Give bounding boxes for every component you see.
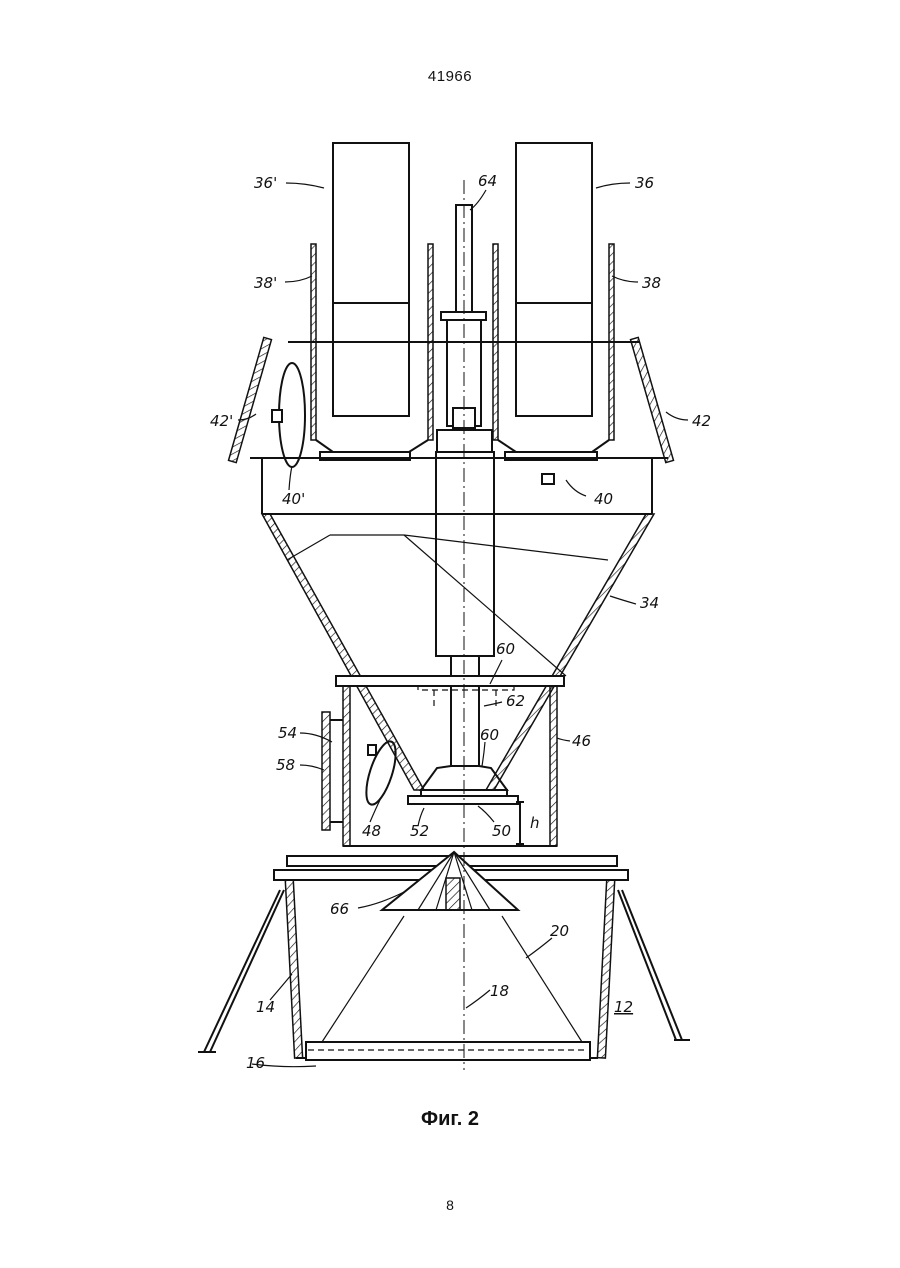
container-right: [516, 143, 592, 416]
label-16: 16: [246, 1054, 265, 1072]
figure-caption: Фиг. 2: [0, 1108, 900, 1131]
label-48: 48: [362, 822, 381, 840]
label-40: 40: [594, 490, 613, 508]
label-60-lower: 60: [480, 726, 499, 744]
label-42-prime: 42': [210, 412, 233, 430]
label-42: 42: [692, 412, 711, 430]
label-34: 34: [640, 594, 659, 612]
label-38: 38: [642, 274, 661, 292]
label-58: 58: [276, 756, 295, 774]
label-20: 20: [550, 922, 569, 940]
label-60-upper: 60: [496, 640, 515, 658]
label-46: 46: [572, 732, 591, 750]
label-66: 66: [330, 900, 349, 918]
container-left: [333, 143, 409, 416]
label-h: h: [530, 814, 540, 832]
label-50: 50: [492, 822, 511, 840]
label-64: 64: [478, 172, 497, 190]
middle-chamber: [322, 676, 564, 846]
label-18: 18: [490, 982, 509, 1000]
label-40-prime: 40': [282, 490, 305, 508]
label-52: 52: [410, 822, 429, 840]
label-36-prime: 36': [254, 174, 277, 192]
label-36: 36: [635, 174, 654, 192]
material-pile: [322, 916, 582, 1042]
label-62: 62: [506, 692, 525, 710]
label-12: 12: [614, 998, 633, 1016]
label-38-prime: 38': [254, 274, 277, 292]
label-14: 14: [256, 998, 275, 1016]
page-number: 8: [0, 1197, 900, 1213]
label-54: 54: [278, 724, 297, 742]
